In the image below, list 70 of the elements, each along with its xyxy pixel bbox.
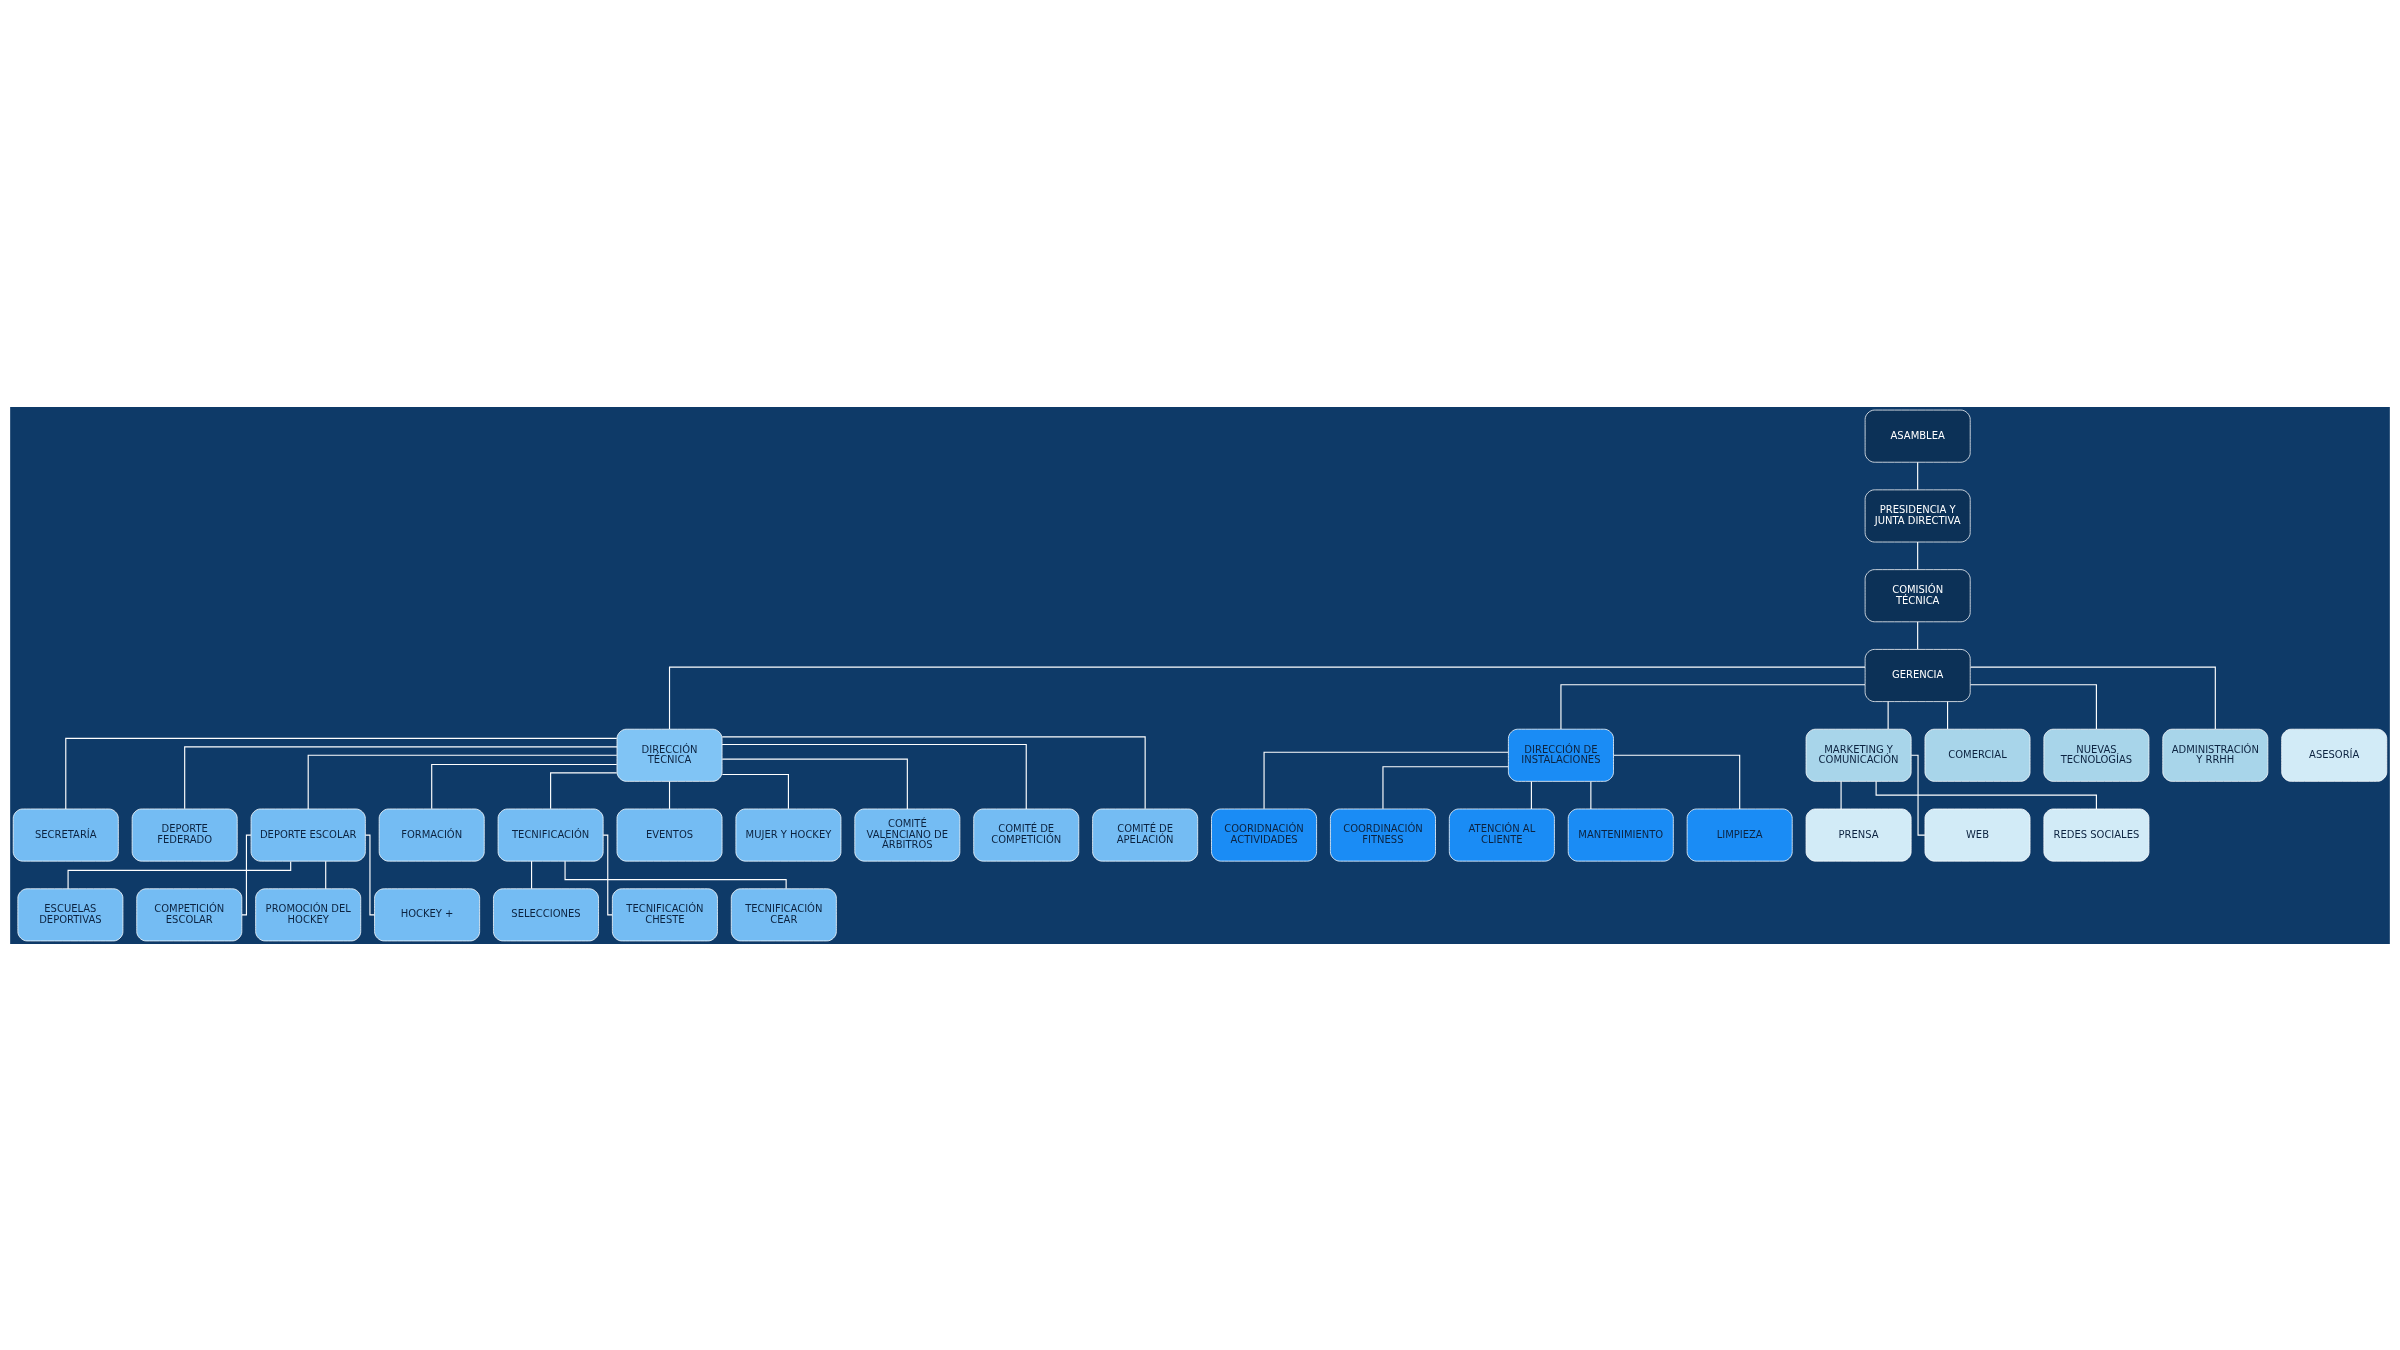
connector: [721, 735, 1146, 809]
node-box: COMERCIAL: [1924, 728, 2031, 782]
node-box: FORMACIÓN: [378, 808, 485, 862]
node-box: TECNIFICACIÓN CEAR: [730, 887, 837, 941]
connector: [531, 860, 533, 889]
connector: [1613, 754, 1741, 809]
node-box: ADMINISTRACIÓN Y RRHH: [2162, 728, 2269, 782]
node-box: WEB: [1924, 808, 2031, 862]
connector: [1969, 666, 2216, 730]
node-box: COMISIÓN TÉCNICA: [1864, 568, 1971, 622]
connector: [325, 860, 327, 889]
node-box: MARKETING Y COMUNICACIÓN: [1805, 728, 1912, 782]
connector: [1917, 461, 1919, 490]
node-box: EVENTOS: [616, 808, 723, 862]
connector: [364, 834, 375, 915]
node-box: HOCKEY +: [374, 887, 481, 941]
connector: [67, 860, 292, 889]
connector: [1590, 780, 1592, 809]
connector: [1917, 620, 1919, 650]
node-box: DIRECCIÓN TÉCNICA: [616, 728, 723, 782]
connector: [241, 834, 252, 915]
connector: [1560, 683, 1866, 730]
connector: [1969, 683, 2097, 730]
node-box: ESCUELAS DEPORTIVAS: [17, 887, 124, 941]
node-box: SECRETARÍA: [12, 808, 119, 862]
node-box: COORIDNACIÓN ACTIVIDADES: [1211, 808, 1317, 862]
connector: [721, 758, 908, 809]
connector: [721, 743, 1027, 809]
node-box: COMITÉ DE COMPETICIÓN: [973, 808, 1080, 862]
node-box: COMITÉ DE APELACIÓN: [1092, 808, 1199, 862]
node-box: NUEVAS TECNOLOGÍAS: [2043, 728, 2150, 782]
connector: [564, 860, 787, 889]
connector: [1910, 754, 1926, 836]
node-box: ATENCIÓN AL CLIENTE: [1448, 808, 1555, 862]
node-box: PRENSA: [1805, 808, 1912, 862]
connector: [1840, 780, 1842, 809]
connector: [668, 666, 1866, 730]
node-box: ASESORÍA: [2281, 728, 2388, 782]
connector: [602, 834, 613, 915]
connector: [307, 754, 618, 809]
connector: [550, 771, 618, 809]
node-box: REDES SOCIALES: [2043, 808, 2150, 862]
node-box: COMPETICIÓN ESCOLAR: [136, 887, 243, 941]
connector: [431, 763, 618, 809]
connector: [1875, 780, 2097, 809]
node-box: GERENCIA: [1864, 648, 1971, 702]
node-box: TECNIFICACIÓN CHESTE: [612, 887, 718, 941]
node-box: DIRECCIÓN DE INSTALACIONES: [1508, 728, 1614, 782]
connector: [721, 773, 789, 809]
connector: [1947, 700, 1949, 730]
node-box: DEPORTE ESCOLAR: [250, 808, 366, 862]
node-box: TECNIFICACIÓN: [497, 808, 604, 862]
connector: [184, 745, 618, 809]
node-box: COMITÉ VALENCIANO DE ÁRBITROS: [854, 808, 961, 862]
node-box: DEPORTE FEDERADO: [131, 808, 238, 862]
node-box: SELECCIONES: [493, 887, 599, 941]
connector: [1382, 765, 1509, 809]
connector: [668, 780, 671, 809]
node-box: LIMPIEZA: [1686, 808, 1793, 862]
node-box: PRESIDENCIA Y JUNTA DIRECTIVA: [1864, 488, 1971, 542]
node-box: COORDINACIÓN FITNESS: [1330, 808, 1436, 862]
node-box: MUJER Y HOCKEY: [735, 808, 842, 862]
connector: [1887, 700, 1889, 730]
node-box: PROMOCIÓN DEL HOCKEY: [255, 887, 362, 941]
connector: [1263, 751, 1509, 809]
node-box: MANTENIMIENTO: [1567, 808, 1674, 862]
node-box: ASAMBLEA: [1864, 409, 1971, 463]
connector: [1530, 780, 1532, 809]
connector: [1917, 541, 1919, 570]
connector: [65, 737, 618, 809]
